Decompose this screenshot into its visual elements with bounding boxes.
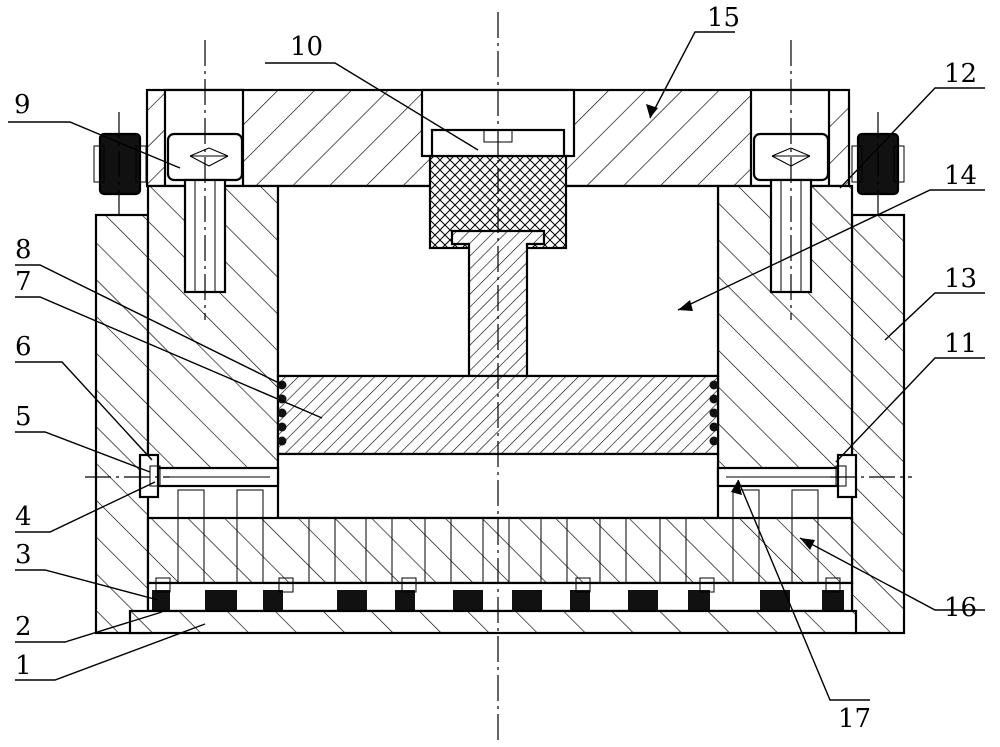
label-1: 1 (15, 651, 32, 681)
small-screws (155, 577, 841, 593)
label-15: 15 (707, 3, 740, 33)
label-5: 5 (15, 402, 32, 432)
label-4: 4 (15, 502, 32, 532)
label-13: 13 (944, 264, 977, 294)
label-6: 6 (15, 332, 32, 362)
label-17: 17 (838, 704, 871, 734)
center-lines (85, 12, 912, 742)
label-10: 10 (290, 32, 323, 62)
leader-lines (8, 31, 985, 701)
label-12: 12 (944, 59, 977, 89)
lower-pin-zone (146, 452, 854, 613)
guide-knob-left (93, 132, 147, 196)
part-labels: 9 10 15 12 14 8 7 13 6 11 5 4 3 16 2 1 1… (14, 3, 977, 734)
label-7: 7 (15, 267, 32, 297)
bottom-pads (152, 590, 844, 611)
label-14: 14 (944, 161, 977, 191)
label-11: 11 (944, 329, 977, 359)
outer-side-walls (94, 213, 906, 635)
label-16: 16 (944, 593, 977, 623)
label-2: 2 (15, 612, 32, 642)
label-8: 8 (15, 235, 32, 265)
side-pin-right (716, 453, 858, 499)
base-plate (128, 609, 858, 635)
label-3: 3 (15, 540, 32, 570)
label-9: 9 (14, 90, 31, 120)
